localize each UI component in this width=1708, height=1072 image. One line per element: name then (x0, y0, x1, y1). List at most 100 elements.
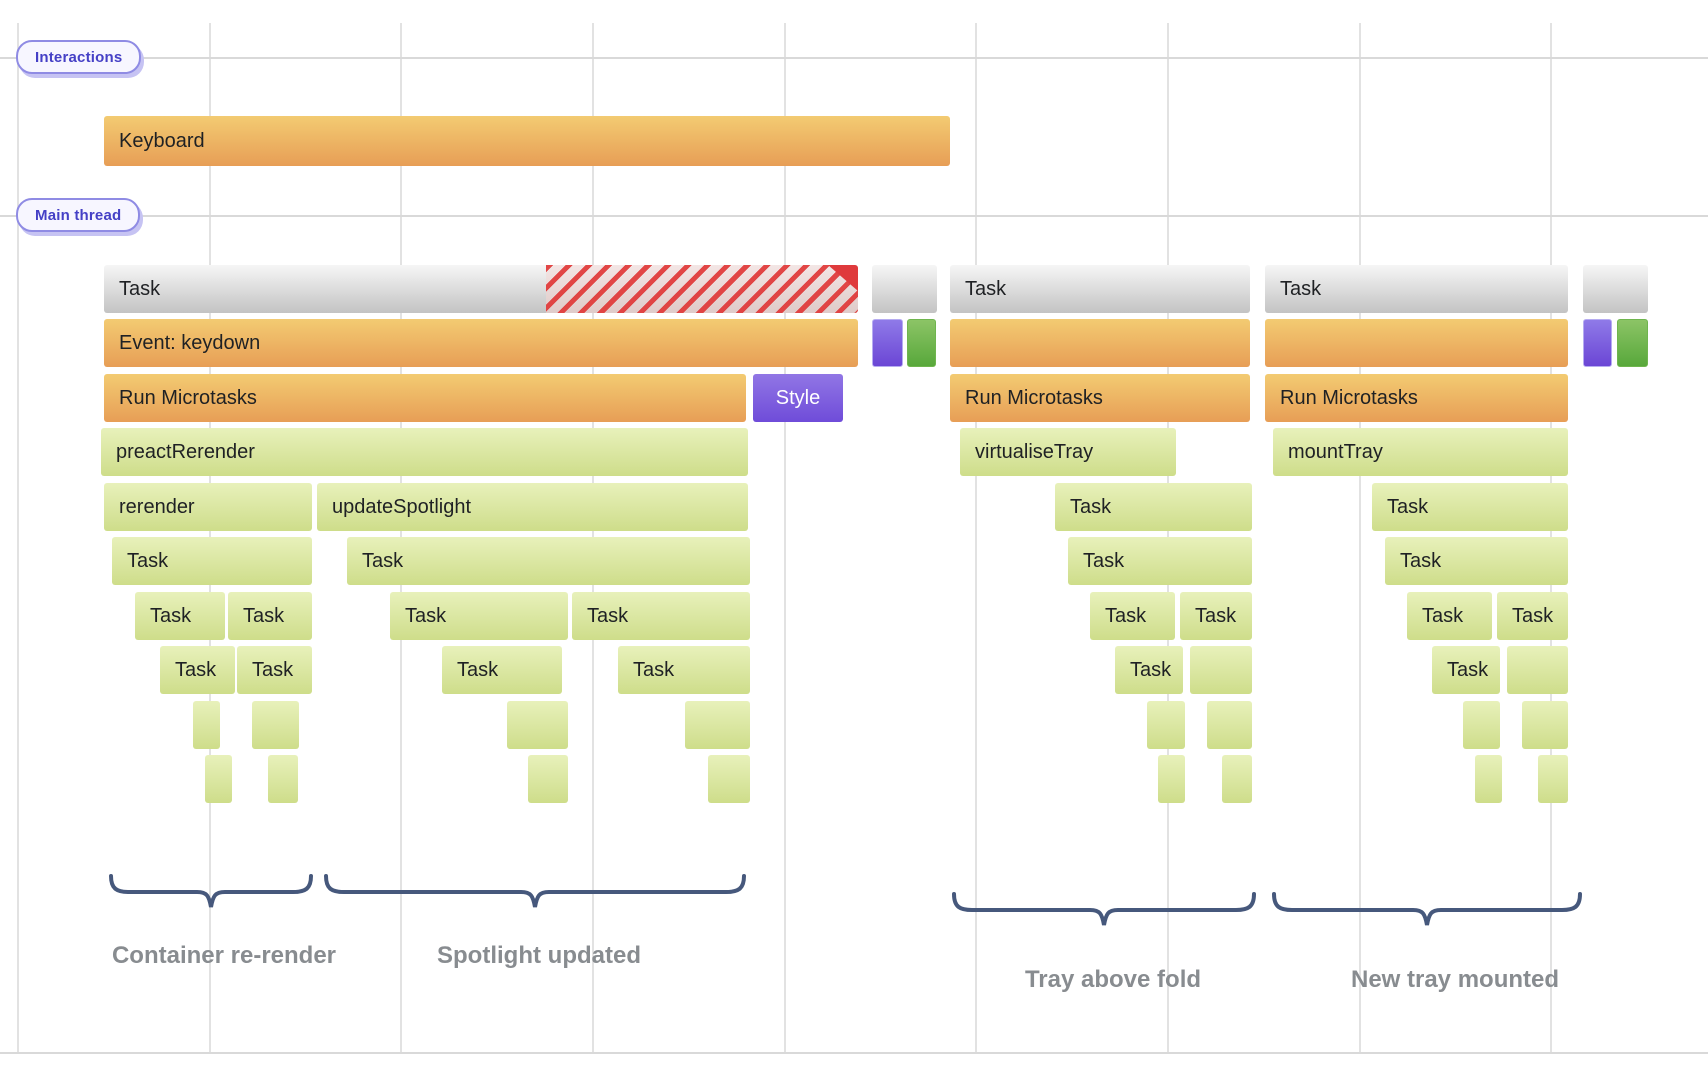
annotation-brace (324, 874, 746, 908)
task-bar[interactable]: Task (442, 646, 562, 694)
task-bar-small[interactable] (252, 701, 299, 749)
task-bar-tiny[interactable] (1583, 265, 1648, 313)
paint-bar-tiny[interactable] (907, 319, 936, 367)
run-microtasks-bar[interactable]: Run Microtasks (950, 374, 1250, 422)
task-bar-small[interactable] (708, 755, 750, 803)
task-bar-long-label: Task (119, 277, 161, 300)
task-bar-label: Task (1422, 604, 1464, 627)
task-bar[interactable]: Task (228, 592, 312, 640)
run-microtasks-bar[interactable]: Run Microtasks (104, 374, 746, 422)
task-bar[interactable]: Task (1115, 646, 1183, 694)
run-microtasks-bar-label: Run Microtasks (965, 386, 1103, 409)
long-task-hatch (546, 265, 858, 313)
task-bar[interactable]: Task (347, 537, 750, 585)
grid-vline (784, 23, 786, 1052)
task-bar[interactable]: Task (135, 592, 225, 640)
task-bar-label: Task (1070, 495, 1112, 518)
style-bar-tiny[interactable] (1583, 319, 1612, 367)
task-bar[interactable]: Task (950, 265, 1250, 313)
task-bar-small[interactable] (507, 701, 568, 749)
task-bar[interactable]: Task (1180, 592, 1252, 640)
task-bar[interactable]: Task (1497, 592, 1568, 640)
task-bar-small[interactable] (528, 755, 568, 803)
task-bar[interactable]: Task (1407, 592, 1492, 640)
run-microtasks-bar[interactable]: Run Microtasks (1265, 374, 1568, 422)
task-bar-label: Task (175, 658, 217, 681)
task-bar-tiny[interactable] (872, 265, 937, 313)
mount-tray-bar[interactable]: mountTray (1273, 428, 1568, 476)
rerender-bar-label: rerender (119, 495, 195, 518)
task-bar[interactable]: Task (112, 537, 312, 585)
task-bar-small[interactable] (1207, 701, 1252, 749)
task-bar-small[interactable] (268, 755, 298, 803)
task-bar-small[interactable] (685, 701, 750, 749)
task-bar-label: Task (1387, 495, 1429, 518)
task-bar[interactable]: Task (1055, 483, 1252, 531)
task-bar-small[interactable] (1522, 701, 1568, 749)
mount-tray-bar-label: mountTray (1288, 440, 1383, 463)
task-bar[interactable]: Task (390, 592, 568, 640)
task-bar-label: Task (1280, 277, 1322, 300)
grid-hline (0, 1052, 1708, 1054)
task-bar-small[interactable] (1147, 701, 1185, 749)
run-microtasks-bar-label: Run Microtasks (119, 386, 257, 409)
task-bar-small[interactable] (1222, 755, 1252, 803)
update-spotlight-bar[interactable]: updateSpotlight (317, 483, 748, 531)
event-bar[interactable] (950, 319, 1250, 367)
task-bar-long[interactable]: Task (104, 265, 858, 313)
grid-hline (0, 57, 1708, 59)
task-bar[interactable]: Task (618, 646, 750, 694)
track-label-main-thread-text: Main thread (35, 206, 122, 224)
task-bar-label: Task (150, 604, 192, 627)
run-microtasks-bar-label: Run Microtasks (1280, 386, 1418, 409)
task-bar[interactable]: Task (237, 646, 312, 694)
task-bar-small[interactable] (1190, 646, 1252, 694)
style-bar-tiny[interactable] (872, 319, 903, 367)
task-bar-small[interactable] (1158, 755, 1185, 803)
virtualise-tray-bar[interactable]: virtualiseTray (960, 428, 1176, 476)
task-bar-label: Task (965, 277, 1007, 300)
task-bar[interactable]: Task (1090, 592, 1175, 640)
task-bar[interactable]: Task (572, 592, 750, 640)
task-bar[interactable]: Task (1265, 265, 1568, 313)
task-bar-label: Task (362, 549, 404, 572)
task-bar-label: Task (243, 604, 285, 627)
style-bar[interactable]: Style (753, 374, 843, 422)
task-bar-label: Task (457, 658, 499, 681)
track-label-interactions-text: Interactions (35, 48, 123, 66)
annotation-brace (109, 874, 313, 908)
virtualise-tray-bar-label: virtualiseTray (975, 440, 1094, 463)
rerender-bar[interactable]: rerender (104, 483, 312, 531)
event-bar[interactable] (1265, 319, 1568, 367)
event-keydown-bar[interactable]: Event: keydown (104, 319, 858, 367)
task-bar-small[interactable] (1538, 755, 1568, 803)
task-bar-label: Task (1195, 604, 1237, 627)
track-label-main-thread[interactable]: Main thread (16, 198, 141, 232)
task-bar-small[interactable] (1507, 646, 1568, 694)
annotation-label: Tray above fold (1024, 966, 1202, 993)
task-bar-small[interactable] (1463, 701, 1500, 749)
task-bar[interactable]: Task (160, 646, 235, 694)
annotation-label: Container re-render (111, 942, 337, 969)
task-bar[interactable]: Task (1385, 537, 1568, 585)
paint-bar-tiny[interactable] (1617, 319, 1648, 367)
keyboard-interaction-bar[interactable]: Keyboard (104, 116, 950, 166)
annotation-brace (1272, 892, 1582, 926)
task-bar-small[interactable] (193, 701, 220, 749)
task-bar-label: Task (1512, 604, 1554, 627)
task-bar-label: Task (252, 658, 294, 681)
task-bar-small[interactable] (205, 755, 232, 803)
preact-rerender-bar[interactable]: preactRerender (101, 428, 748, 476)
long-task-corner-icon (828, 265, 858, 291)
task-bar-small[interactable] (1475, 755, 1502, 803)
task-bar-label: Task (1130, 658, 1172, 681)
task-bar-label: Task (405, 604, 447, 627)
task-bar-label: Task (633, 658, 675, 681)
track-label-interactions[interactable]: Interactions (16, 40, 142, 74)
task-bar[interactable]: Task (1372, 483, 1568, 531)
grid-hline (0, 215, 1708, 217)
task-bar[interactable]: Task (1068, 537, 1252, 585)
task-bar[interactable]: Task (1432, 646, 1500, 694)
annotation-brace (952, 892, 1256, 926)
